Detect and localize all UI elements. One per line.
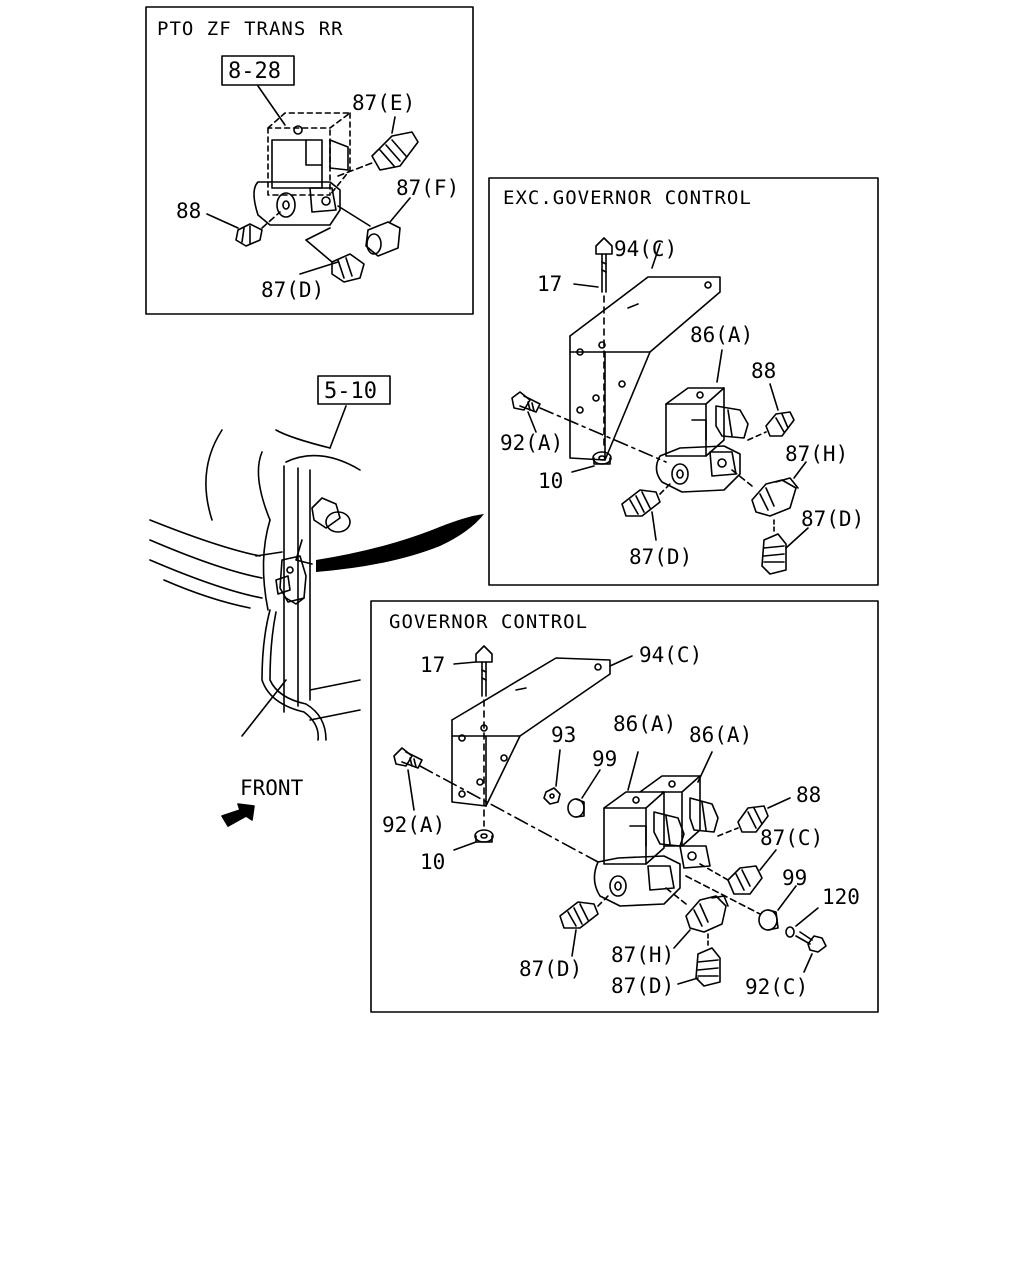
label-gov-87h: 87(H) (611, 943, 674, 967)
gov-nut-93 (543, 749, 561, 805)
gov-fitting-87d-bottom (677, 933, 721, 987)
label-gov-86a-2: 86(A) (689, 723, 752, 747)
gov-fitting-88 (717, 797, 791, 837)
gov-spacer-99-top (567, 769, 601, 818)
front-arrow-icon (221, 803, 255, 827)
label-gov-120: 120 (822, 885, 860, 909)
gov-bolt-92a (393, 747, 599, 863)
main-ref-box (317, 375, 391, 405)
label-gov-93: 93 (551, 723, 576, 747)
label-gov-99-2: 99 (782, 866, 807, 890)
exc-fitting-87h (731, 461, 807, 517)
pto-fitting-88 (206, 211, 281, 247)
gov-spacer-99-bottom (685, 875, 797, 931)
label-exc-87d-bottom: 87(D) (629, 545, 692, 569)
label-exc-87h: 87(H) (785, 442, 848, 466)
label-gov-87c: 87(C) (760, 826, 823, 850)
gov-panel-title: GOVERNOR CONTROL (389, 611, 588, 633)
exc-fitting-87d-right (761, 519, 809, 575)
gov-valve-base (593, 845, 711, 907)
label-gov-87d-left: 87(D) (519, 957, 582, 981)
label-pto-88: 88 (176, 199, 201, 223)
pto-panel-title: PTO ZF TRANS RR (157, 18, 344, 40)
gov-fitting-87h (665, 887, 729, 949)
exc-fitting-88 (747, 383, 795, 441)
gov-solenoid-valve-86a-1 (603, 751, 685, 865)
exc-panel-title: EXC.GOVERNOR CONTROL (503, 187, 752, 209)
exc-bolt-17 (573, 237, 613, 451)
gov-fitting-87d-left (559, 893, 611, 957)
label-gov-92c: 92(C) (745, 975, 808, 999)
label-gov-99-1: 99 (592, 747, 617, 771)
vehicle-frame-view (149, 405, 484, 741)
pto-ref-box (221, 55, 295, 86)
label-gov-88: 88 (796, 783, 821, 807)
gov-oring-120 (785, 907, 819, 938)
label-exc-87d-right: 87(D) (801, 507, 864, 531)
exc-bracket-94c (569, 243, 721, 461)
gov-bracket-94c (451, 655, 633, 807)
gov-bolt-17 (453, 645, 493, 827)
gov-washer-10 (453, 829, 494, 851)
label-gov-92a: 92(A) (382, 813, 445, 837)
label-gov-94c: 94(C) (639, 643, 702, 667)
pto-panel-frame (145, 6, 474, 315)
pto-fitting-87f (337, 197, 411, 257)
label-pto-87e: 87(E) (352, 91, 415, 115)
pto-solenoid-valve (253, 112, 351, 226)
label-exc-94c: 94(C) (614, 237, 677, 261)
label-exc-92a: 92(A) (500, 431, 563, 455)
exc-solenoid-valve-86a (655, 349, 749, 493)
front-label: FRONT (240, 776, 304, 800)
label-pto-87f: 87(F) (396, 176, 459, 200)
exc-panel-frame (488, 177, 879, 586)
pto-fitting-87e (337, 116, 419, 177)
exc-bolt-92a (511, 391, 667, 463)
main-ref-label: 5-10 (324, 379, 377, 404)
label-exc-17: 17 (537, 272, 562, 296)
gov-fitting-87c (699, 849, 777, 895)
label-exc-88: 88 (751, 359, 776, 383)
label-exc-86a: 86(A) (690, 323, 753, 347)
pto-fitting-87d (299, 227, 365, 283)
gov-panel-frame (370, 600, 879, 1013)
exc-washer-10 (571, 451, 612, 473)
label-gov-10: 10 (420, 850, 445, 874)
label-gov-17: 17 (420, 653, 445, 677)
label-gov-87d-bottom: 87(D) (611, 974, 674, 998)
gov-solenoid-valve-86a-2 (639, 751, 719, 847)
label-exc-10: 10 (538, 469, 563, 493)
gov-bolt-92c (795, 931, 827, 973)
exc-fitting-87d-bottom (621, 481, 673, 541)
label-gov-86a-1: 86(A) (613, 712, 676, 736)
pto-ref-label: 8-28 (228, 59, 281, 84)
label-pto-87d: 87(D) (261, 278, 324, 302)
